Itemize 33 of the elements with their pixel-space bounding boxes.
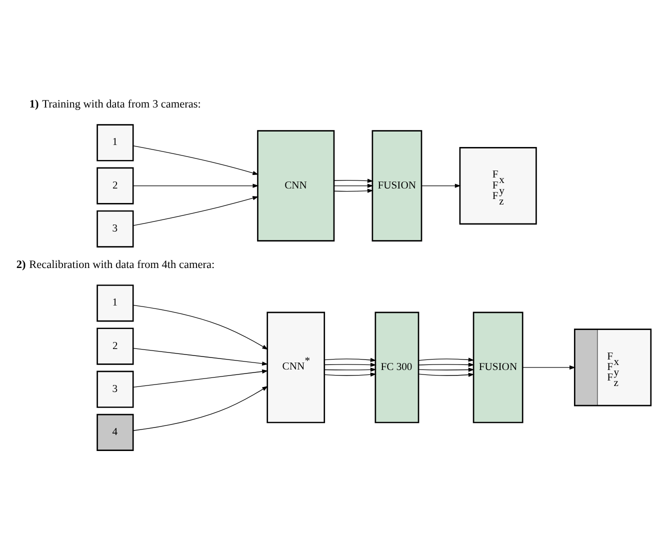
arrow	[133, 184, 259, 188]
arrow	[132, 146, 259, 175]
arrow	[334, 188, 374, 193]
arrow	[132, 196, 259, 226]
label: 1) Training with data from 3 cameras:	[29, 98, 201, 111]
arrow	[132, 304, 268, 350]
node-box: FC 300	[374, 312, 420, 424]
label: 2) Recalibration with data from 4th camera:	[16, 259, 215, 272]
node-box: CNN	[257, 130, 335, 242]
arrow	[324, 372, 376, 377]
node-box: 4	[96, 414, 134, 452]
arrow	[418, 372, 474, 377]
arrow	[334, 184, 374, 188]
arrow	[133, 348, 268, 366]
arrow	[334, 178, 374, 183]
arrow	[324, 358, 376, 362]
arrow	[418, 358, 474, 362]
arrow	[324, 368, 376, 372]
arrow	[418, 362, 474, 367]
node-box: 2	[96, 167, 134, 204]
node-box: FUSION	[372, 130, 422, 242]
arrow	[418, 368, 474, 372]
node-box: 3	[96, 210, 134, 248]
node-box: 1	[96, 284, 134, 322]
arrow	[522, 365, 576, 370]
node-box: 3	[96, 370, 134, 408]
arrow	[324, 362, 376, 367]
node-box: FUSION	[472, 312, 524, 424]
node-box: 2	[96, 328, 134, 365]
arrow	[133, 369, 268, 388]
arrow	[421, 184, 461, 188]
arrow	[132, 386, 268, 431]
node-box: 1	[96, 124, 134, 162]
